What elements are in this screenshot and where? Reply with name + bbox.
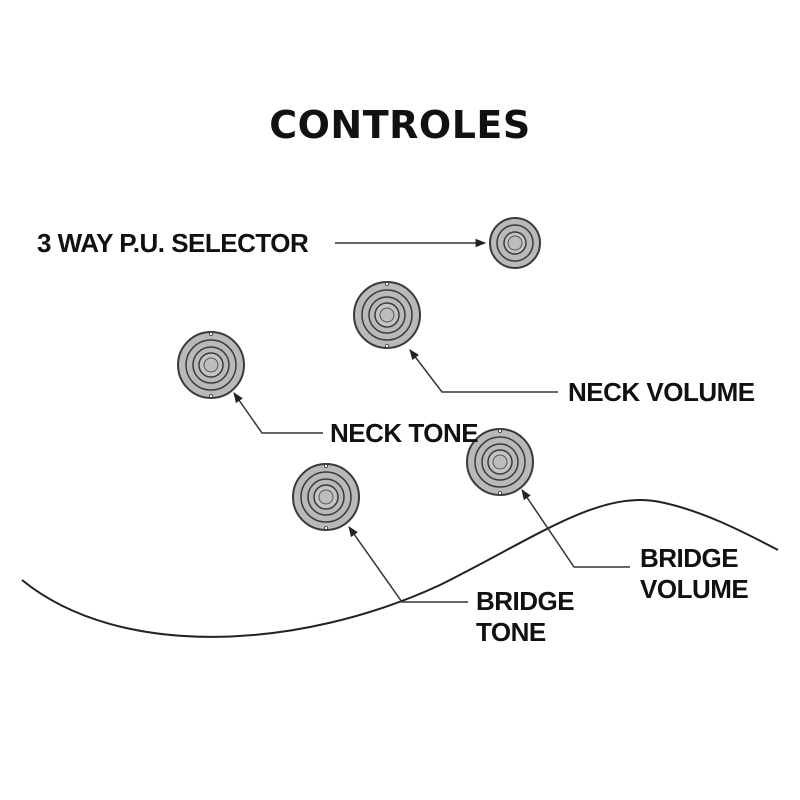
bridge-tone-leader-arrow bbox=[348, 526, 468, 603]
bridge-volume-label-line1: BRIDGE bbox=[640, 543, 738, 573]
selector-label: 3 WAY P.U. SELECTOR bbox=[37, 228, 309, 258]
guitar-body-outline bbox=[21, 499, 779, 638]
bridge-tone-knob bbox=[292, 463, 360, 531]
neck-volume-label: NECK VOLUME bbox=[568, 377, 755, 407]
diagram-title: CONTROLES bbox=[269, 103, 531, 147]
neck-tone-knob bbox=[177, 331, 245, 399]
neck-volume-knob bbox=[353, 281, 421, 349]
selector-switch-knob bbox=[489, 217, 541, 269]
bridge-volume-label-line2: VOLUME bbox=[640, 574, 748, 604]
bridge-tone-label-line2: TONE bbox=[476, 617, 546, 647]
bridge-volume-knob bbox=[466, 428, 534, 496]
bridge-tone-label-line1: BRIDGE bbox=[476, 586, 574, 616]
neck-tone-leader-arrow bbox=[233, 392, 323, 434]
neck-tone-label: NECK TONE bbox=[330, 418, 478, 448]
bridge-volume-leader-arrow bbox=[521, 489, 630, 568]
neck-volume-leader-arrow bbox=[409, 349, 558, 393]
